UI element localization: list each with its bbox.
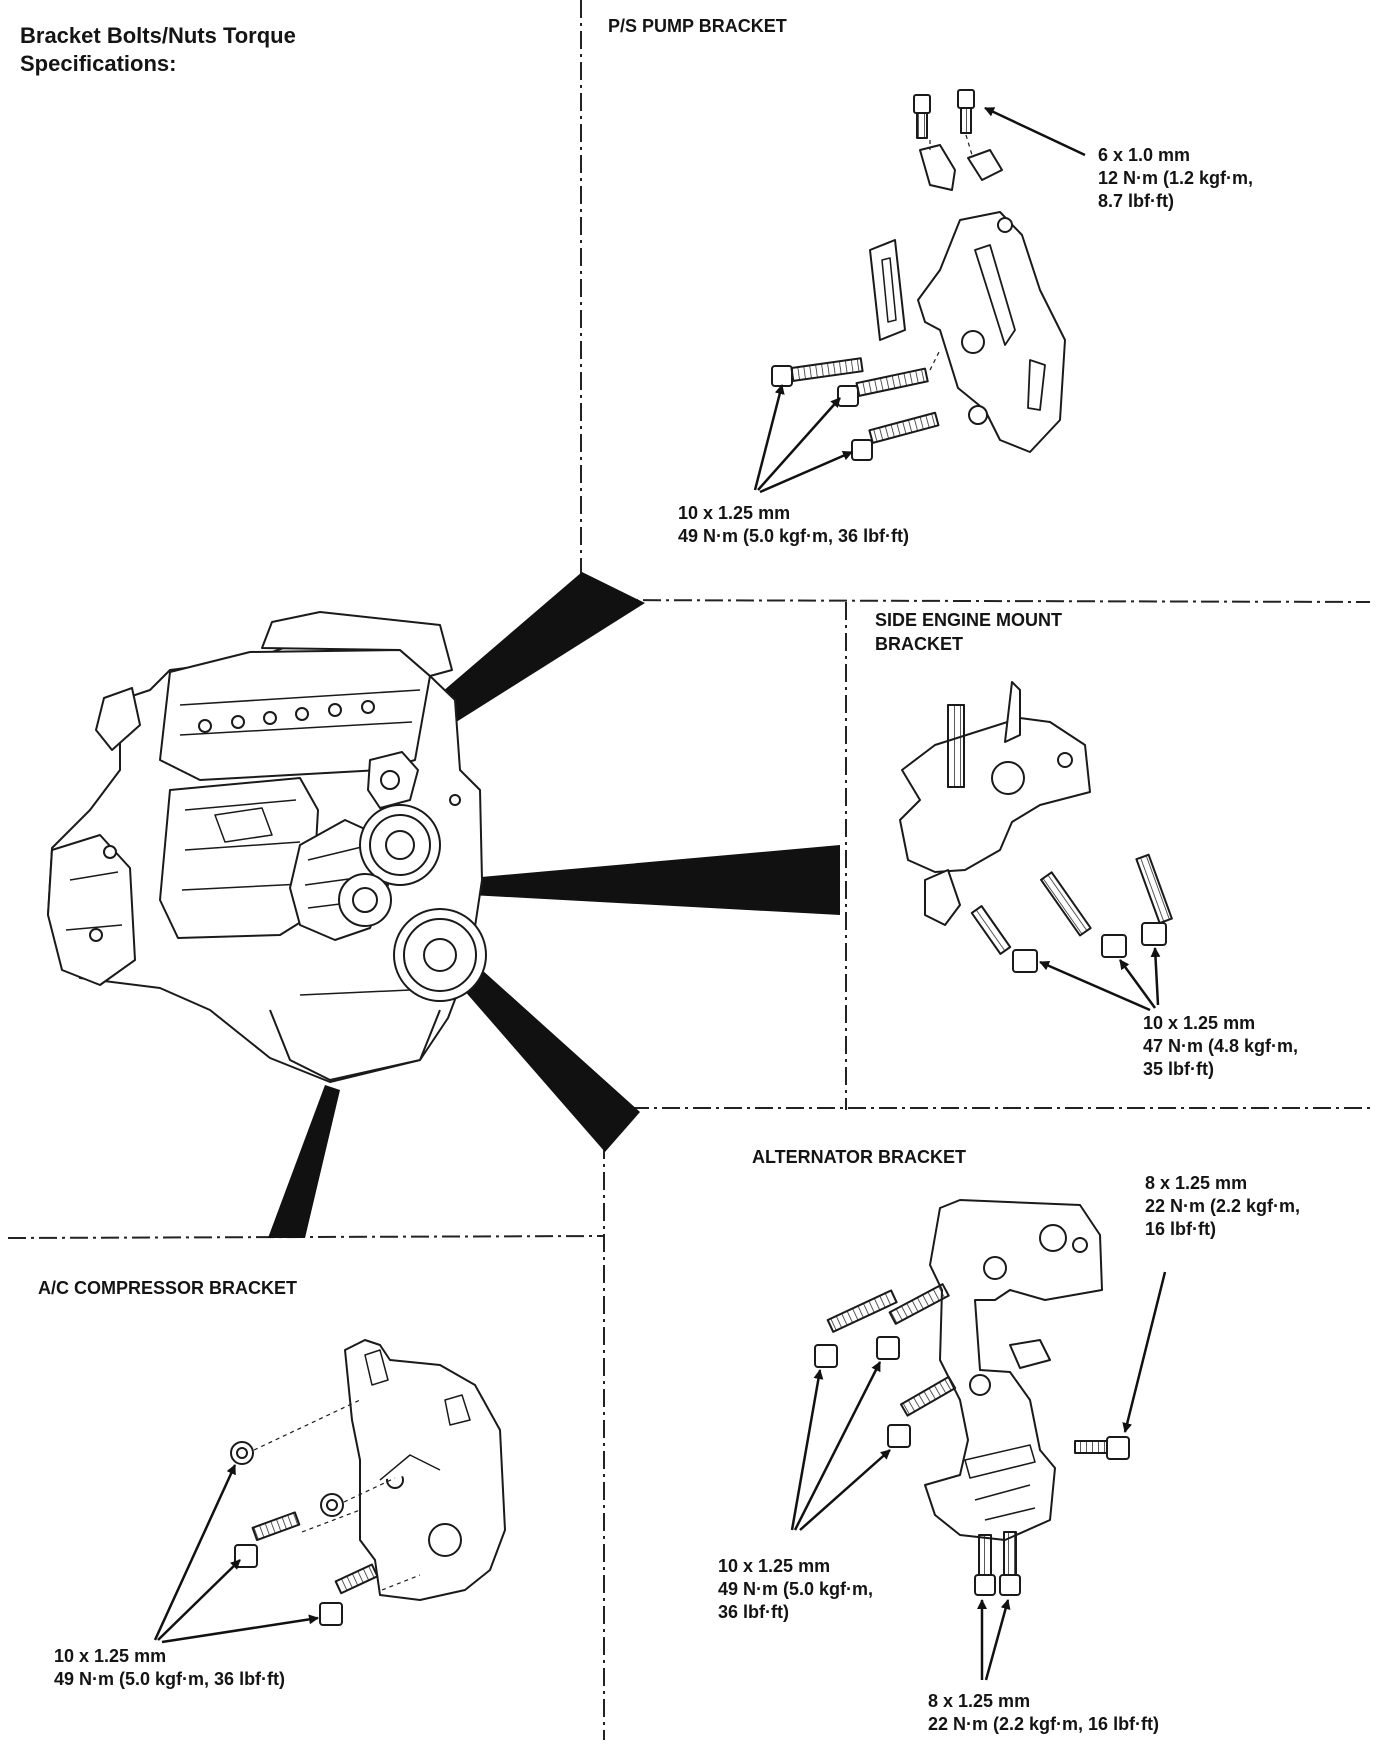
callout-line: 10 x 1.25 mm (678, 503, 791, 523)
title-line: BRACKET (875, 634, 963, 654)
callout-line: 10 x 1.25 mm (1143, 1013, 1256, 1033)
callout-line: 8 x 1.25 mm (1145, 1173, 1248, 1193)
alternator-bracket-illustration (814, 1199, 1130, 1596)
ps-pump-bracket-illustration (771, 89, 1066, 461)
wedge-ac-compressor (268, 1085, 340, 1238)
ps-pump-callout-10x125: 10 x 1.25 mm 49 N·m (5.0 kgf·m, 36 lbf·f… (678, 502, 909, 548)
ac-compressor-callout-arrows (153, 1464, 319, 1644)
ac-compressor-bracket-title: A/C COMPRESSOR BRACKET (38, 1278, 298, 1298)
callout-line: 8.7 lbf·ft) (1098, 191, 1174, 211)
side-engine-mount-title: SIDE ENGINE MOUNT BRACKET (875, 608, 1062, 656)
callout-line: 49 N·m (5.0 kgf·m, 36 lbf·ft) (678, 526, 910, 546)
section-dividers (7, 0, 1371, 1740)
callout-line: 22 N·m (2.2 kgf·m, 16 lbf·ft) (928, 1714, 1160, 1734)
engine-illustration (47, 611, 487, 1083)
side-mount-callout-arrows (1039, 947, 1161, 1012)
page-title-line-2: Specifications: (20, 51, 177, 76)
ac-compressor-callout-10x125: 10 x 1.25 mm 49 N·m (5.0 kgf·m, 36 lbf·f… (54, 1645, 285, 1691)
title-line: SIDE ENGINE MOUNT (875, 610, 1063, 630)
side-engine-mount-illustration (899, 681, 1173, 973)
alternator-callout-arrows (790, 1271, 1167, 1681)
wedge-side-mount (470, 845, 840, 915)
alternator-callout-8x125-upper: 8 x 1.25 mm 22 N·m (2.2 kgf·m, 16 lbf·ft… (1145, 1172, 1300, 1241)
page-title: Bracket Bolts/Nuts Torque Specifications… (20, 22, 296, 78)
callout-line: 22 N·m (2.2 kgf·m, (1145, 1196, 1301, 1216)
ac-compressor-bracket-illustration (230, 1339, 506, 1626)
page-title-line-1: Bracket Bolts/Nuts Torque (20, 23, 296, 48)
callout-line: 49 N·m (5.0 kgf·m, 36 lbf·ft) (54, 1669, 286, 1689)
alternator-bracket-title: ALTERNATOR BRACKET (752, 1147, 966, 1167)
callout-line: 10 x 1.25 mm (718, 1556, 831, 1576)
alternator-callout-8x125-lower: 8 x 1.25 mm 22 N·m (2.2 kgf·m, 16 lbf·ft… (928, 1690, 1159, 1736)
callout-line: 35 lbf·ft) (1143, 1059, 1214, 1079)
callout-line: 47 N·m (4.8 kgf·m, (1143, 1036, 1299, 1056)
callout-line: 36 lbf·ft) (718, 1602, 789, 1622)
ps-pump-callout-6x1: 6 x 1.0 mm 12 N·m (1.2 kgf·m, 8.7 lbf·ft… (1098, 144, 1253, 213)
callout-line: 49 N·m (5.0 kgf·m, (718, 1579, 874, 1599)
callout-line: 8 x 1.25 mm (928, 1691, 1031, 1711)
callout-line: 12 N·m (1.2 kgf·m, (1098, 168, 1254, 188)
ps-pump-bracket-title: P/S PUMP BRACKET (608, 16, 787, 36)
callout-line: 10 x 1.25 mm (54, 1646, 167, 1666)
callout-line: 6 x 1.0 mm (1098, 145, 1191, 165)
alternator-callout-10x125: 10 x 1.25 mm 49 N·m (5.0 kgf·m, 36 lbf·f… (718, 1555, 873, 1624)
callout-line: 16 lbf·ft) (1145, 1219, 1216, 1239)
ps-pump-callout-arrows (753, 106, 1086, 494)
side-mount-callout-10x125: 10 x 1.25 mm 47 N·m (4.8 kgf·m, 35 lbf·f… (1143, 1012, 1298, 1081)
